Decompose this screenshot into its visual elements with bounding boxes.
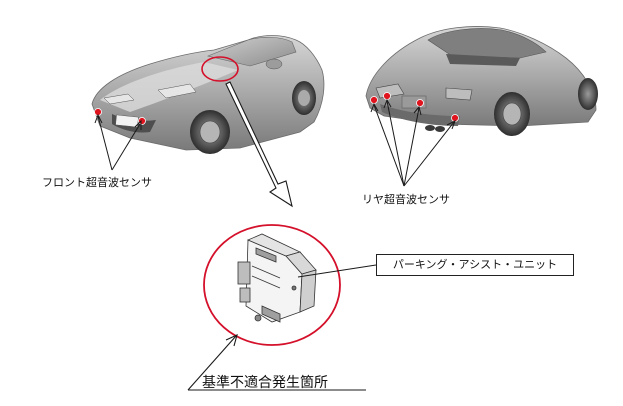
rear-car-icon [365, 26, 598, 136]
front-car-icon [91, 35, 325, 154]
front-sensor-label: フロント超音波センサ [42, 176, 152, 189]
unit-label-leader [297, 264, 377, 278]
defect-location-label: 基準不適合発生箇所 [202, 375, 328, 391]
rear-sensor-label: リヤ超音波センサ [362, 193, 450, 206]
hollow-arrow-down [225, 81, 293, 208]
highlight-ellipse-windshield [201, 56, 239, 82]
front-sensor-leaders [94, 113, 142, 171]
parking-assist-unit-label: パーキング・アシスト・ユニット [376, 254, 574, 276]
control-module-icon [237, 233, 317, 323]
defect-leader [187, 334, 366, 391]
rear-sensor-leaders [370, 98, 456, 187]
highlight-circle-unit [203, 224, 341, 346]
